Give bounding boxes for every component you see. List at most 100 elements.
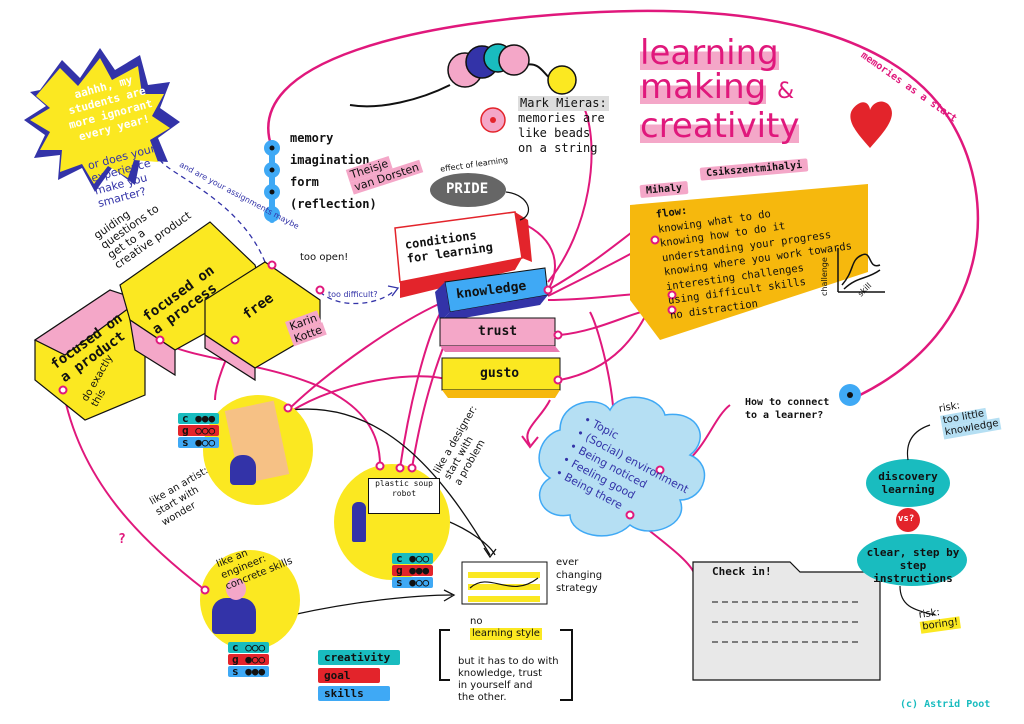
burst-star-yellow — [30, 58, 170, 184]
title-ampersand: & — [777, 79, 795, 104]
sign-line: robot — [391, 489, 417, 498]
title-line: creativity — [640, 106, 800, 146]
gusto-arrow — [526, 399, 551, 446]
flow-graph — [837, 248, 885, 293]
legend: creativity goal skills — [318, 650, 400, 701]
strategy-line: changing — [556, 570, 603, 581]
memories-loop-line — [267, 9, 980, 397]
question-mark: ? — [118, 532, 126, 547]
quote-line: like beads — [518, 126, 591, 140]
sign-line: plastic soup — [375, 479, 433, 488]
quote-line: memories are — [518, 111, 605, 125]
checkin-label: Check in! — [712, 565, 772, 578]
quote-line: on a string — [518, 141, 598, 155]
score-value: ●○○ — [195, 436, 216, 449]
engineer-line — [62, 389, 206, 591]
memory-item: form — [290, 175, 319, 189]
strategy-text: ever changing strategy — [556, 556, 602, 595]
score-value: ●○○ — [409, 552, 430, 565]
heart-icon — [850, 101, 892, 148]
score-key: s — [182, 436, 189, 449]
score-value: ●●● — [409, 564, 430, 577]
pride-label: PRIDE — [446, 181, 489, 197]
score-value: ●○○ — [409, 576, 430, 589]
designer-sign: plastic soup robot — [368, 478, 440, 514]
connect-line: to a learner? — [745, 410, 824, 421]
free-block-side — [204, 333, 256, 382]
cloud-shape — [538, 396, 706, 537]
score-key: c — [232, 641, 239, 654]
flow-axis-y: challenge — [820, 257, 829, 296]
connector — [289, 375, 449, 413]
score-key: g — [396, 564, 403, 577]
score-key: c — [396, 552, 403, 565]
discovery-ellipse — [866, 459, 950, 507]
score-key: s — [396, 576, 403, 589]
score-value: ●●● — [245, 665, 266, 678]
beads-string — [349, 84, 451, 108]
score-value: ○○○ — [195, 424, 216, 437]
flow-block — [630, 184, 868, 340]
quote: Mark Mieras: memories are like beads on … — [518, 96, 609, 156]
body-line: the other. — [458, 692, 507, 703]
score-key: g — [232, 653, 239, 666]
checkin-folder — [692, 561, 881, 681]
vs-label: vs? — [898, 514, 915, 524]
connector — [519, 221, 556, 291]
artist-scores: c ●●● g ○○○ s ●○○ — [178, 412, 220, 449]
beads-icon — [447, 43, 577, 133]
credit: (c) Astrid Poot — [900, 699, 991, 710]
strategy-line — [291, 594, 453, 616]
strategy-line — [289, 408, 491, 556]
vs-dot — [896, 508, 920, 532]
step-ellipse — [857, 534, 967, 586]
engineer-scores: c ○○○ g ●○○ s ●●● — [228, 641, 270, 678]
learning-style-body: but it has to do with knowledge, trust i… — [458, 656, 559, 704]
connect-question: How to connect to a learner? — [745, 396, 829, 422]
too-difficult: too difficult? — [328, 290, 378, 299]
memory-item: imagination — [290, 153, 370, 167]
quote-author: Mark Mieras: — [518, 96, 609, 111]
connect-line: How to connect — [745, 397, 830, 408]
dashed-line — [159, 159, 266, 263]
step-label: clear, step by step instructions — [858, 546, 968, 585]
title-line: making — [640, 67, 767, 107]
connector — [547, 109, 593, 283]
learning-style-line: no — [470, 616, 483, 627]
score-key: g — [182, 424, 189, 437]
strategy-line: strategy — [556, 583, 598, 594]
legend-skills: skills — [318, 686, 390, 701]
body-line: in yourself and — [458, 680, 533, 691]
strategy-line — [444, 519, 496, 556]
legend-creativity: creativity — [318, 650, 400, 665]
engineer-figure — [212, 598, 256, 634]
pride-pill — [430, 173, 506, 207]
dashed-line — [319, 289, 396, 305]
connector — [411, 334, 449, 469]
score-key: c — [182, 412, 189, 425]
discovery-label: discovery learning — [872, 470, 944, 496]
strategy-line: ever — [556, 557, 579, 568]
artist-figure — [230, 455, 256, 485]
connector — [289, 299, 449, 409]
body-line: but it has to do with — [458, 656, 559, 667]
gusto-label: gusto — [480, 366, 520, 381]
conditions-block-side — [400, 258, 522, 298]
designer-figure — [352, 502, 366, 542]
bracket — [439, 629, 450, 681]
score-value: ●●● — [195, 412, 216, 425]
discovery-line: learning — [881, 483, 935, 496]
legend-goal: goal — [318, 668, 380, 683]
title-line: learning — [640, 33, 779, 73]
connector — [159, 339, 381, 466]
learning-style-line: learning style — [470, 628, 542, 640]
designer-scores: c ●○○ g ●●● s ●○○ — [392, 552, 434, 589]
too-open: too open! — [300, 252, 349, 263]
learning-style: no learning style — [470, 616, 542, 640]
memory-list: memory imagination form (reflection) — [290, 127, 377, 215]
score-value: ○○○ — [245, 641, 266, 654]
step-line: instructions — [873, 572, 953, 585]
score-key: s — [232, 665, 239, 678]
engineer-head — [226, 578, 246, 600]
